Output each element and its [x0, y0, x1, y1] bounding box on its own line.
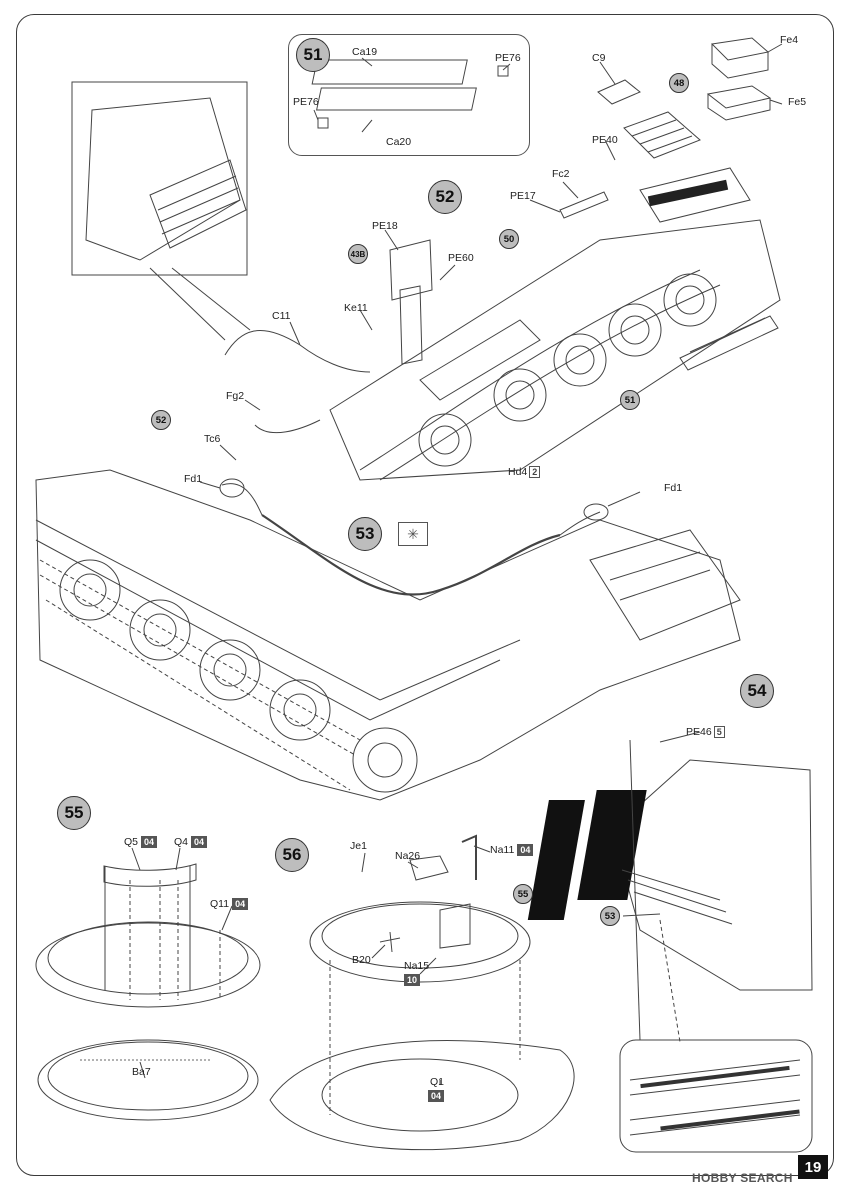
step-52-number: 52: [428, 180, 462, 214]
part-label-je1: Je1: [350, 840, 367, 852]
watermark-text: HOBBY SEARCH: [692, 1171, 793, 1185]
part-label-tc6: Tc6: [204, 433, 221, 445]
page-number: 19: [798, 1155, 828, 1179]
part-label-ba7: Ba7: [132, 1066, 151, 1078]
part-label-q1: Q1: [430, 1076, 445, 1088]
part-label-c11: C11: [272, 310, 291, 322]
quantity-badge: 5: [713, 726, 725, 739]
part-label-fe4: Fe4: [780, 34, 799, 46]
part-label-fg2: Fg2: [226, 390, 245, 402]
ref-step-53: 53: [600, 906, 620, 926]
part-label-b20: B20: [352, 954, 371, 966]
part-label-pe40: PE40: [592, 134, 618, 146]
part-label-ca20: Ca20: [386, 136, 412, 148]
color-code-badge: 04: [141, 836, 158, 849]
part-label-na15: Na15: [404, 960, 430, 972]
part-label-pe60: PE60: [448, 252, 474, 264]
color-code-badge: 04: [428, 1090, 445, 1103]
part-label-na26: Na26: [395, 850, 421, 862]
color-code-badge: 10: [404, 974, 421, 987]
q1-color-code: 04: [428, 1090, 445, 1103]
part-label-ca19: Ca19: [352, 46, 378, 58]
page-frame: [16, 14, 834, 1176]
ref-step-51: 51: [620, 390, 640, 410]
ref-step-52: 52: [151, 410, 171, 430]
ref-step-48: 48: [669, 73, 689, 93]
part-label-fd1-right: Fd1: [664, 482, 683, 494]
part-label-pe76-left: PE76: [293, 96, 319, 108]
step-51-inset-frame: [288, 34, 530, 156]
color-code-badge: 04: [232, 898, 249, 911]
step-55-number: 55: [57, 796, 91, 830]
ref-step-50: 50: [499, 229, 519, 249]
part-label-fc2: Fc2: [552, 168, 570, 180]
color-code-badge: 04: [191, 836, 208, 849]
part-label-pe76-right: PE76: [495, 52, 521, 64]
step-56-number: 56: [275, 838, 309, 872]
part-label-c9: C9: [592, 52, 606, 64]
color-code-badge: 04: [517, 844, 534, 857]
part-label-fe5: Fe5: [788, 96, 807, 108]
step-53-number: 53: [348, 517, 382, 551]
part-label-pe17: PE17: [510, 190, 536, 202]
na15-color-code: 10: [404, 974, 421, 987]
step-54-number: 54: [740, 674, 774, 708]
part-label-ke11: Ke11: [344, 302, 368, 314]
ref-step-55: 55: [513, 884, 533, 904]
grid-snowflake-icon: ✳: [398, 522, 428, 546]
step-51-number: 51: [296, 38, 330, 72]
part-label-fd1-left: Fd1: [184, 473, 203, 485]
quantity-badge: 2: [529, 466, 541, 479]
ref-step-43b: 43B: [348, 244, 368, 264]
part-label-pe18: PE18: [372, 220, 398, 232]
